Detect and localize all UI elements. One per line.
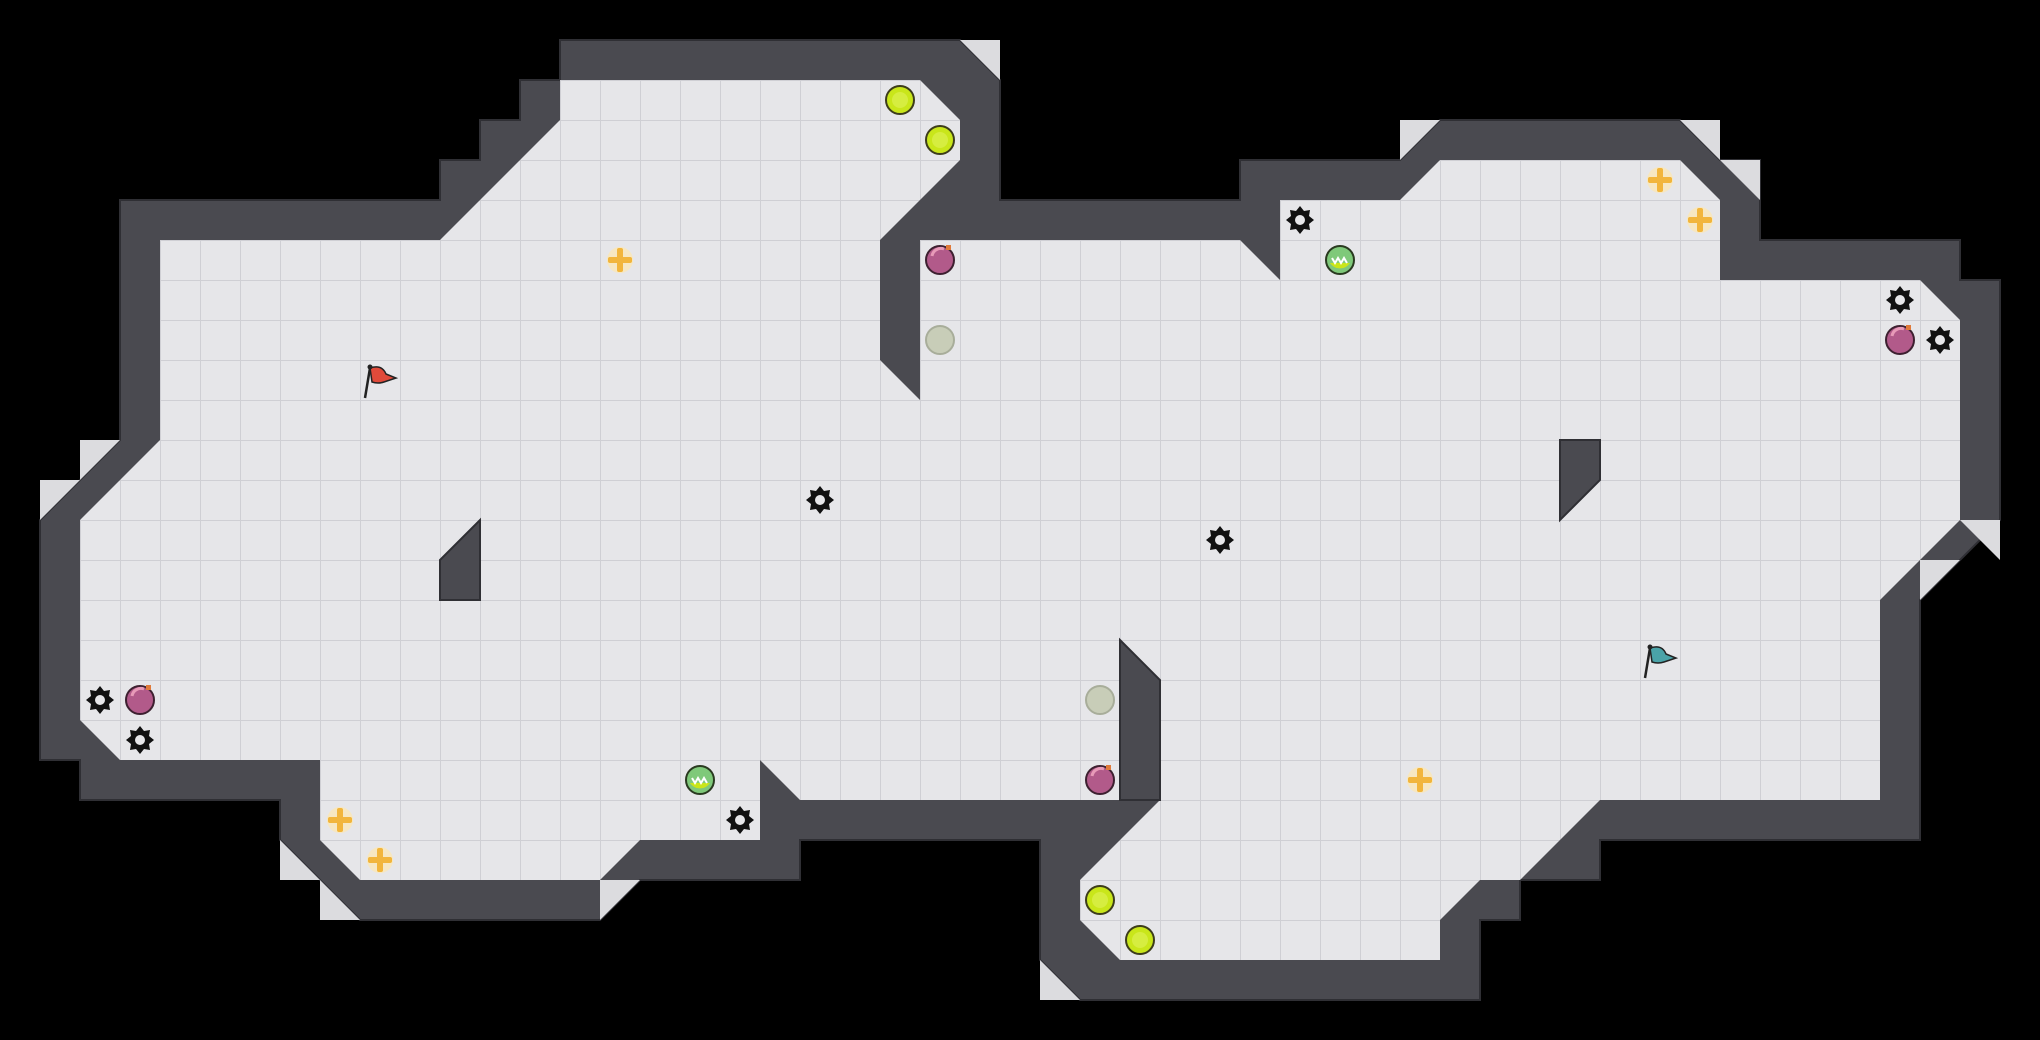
gold-cross-pickup-icon (607, 247, 633, 273)
depleted-orb-icon (925, 325, 955, 355)
green-shield-orb-icon (1325, 245, 1355, 275)
wall-pillar (1119, 637, 1161, 801)
black-spike-mine-icon (806, 486, 834, 514)
purple-potion-icon (1084, 763, 1116, 796)
black-spike-mine-icon (1886, 286, 1914, 314)
yellow-green-orb-icon (925, 125, 955, 155)
depleted-orb-icon (1085, 685, 1115, 715)
black-spike-mine-icon (86, 686, 114, 714)
yellow-green-orb-icon (885, 85, 915, 115)
purple-potion-icon (1884, 323, 1916, 356)
gold-cross-pickup-icon (367, 847, 393, 873)
purple-potion-icon (924, 243, 956, 276)
purple-potion-icon (124, 683, 156, 716)
yellow-green-orb-icon (1125, 925, 1155, 955)
black-spike-mine-icon (726, 806, 754, 834)
wall-bevels (40, 40, 2000, 1000)
black-spike-mine-icon (1286, 206, 1314, 234)
black-spike-mine-icon (1926, 326, 1954, 354)
wall-pillar (439, 517, 481, 601)
floor (80, 80, 1960, 960)
yellow-green-orb-icon (1085, 885, 1115, 915)
black-spike-mine-icon (1206, 526, 1234, 554)
wall-pillar (1559, 439, 1601, 523)
red-flag-icon (363, 364, 399, 399)
black-spike-mine-icon (126, 726, 154, 754)
gold-cross-pickup-icon (1647, 167, 1673, 193)
gold-cross-pickup-icon (1407, 767, 1433, 793)
gold-cross-pickup-icon (1687, 207, 1713, 233)
teal-flag-icon (1643, 644, 1679, 679)
pickups-layer (86, 85, 1954, 955)
gold-cross-pickup-icon (327, 807, 353, 833)
green-shield-orb-icon (685, 765, 715, 795)
